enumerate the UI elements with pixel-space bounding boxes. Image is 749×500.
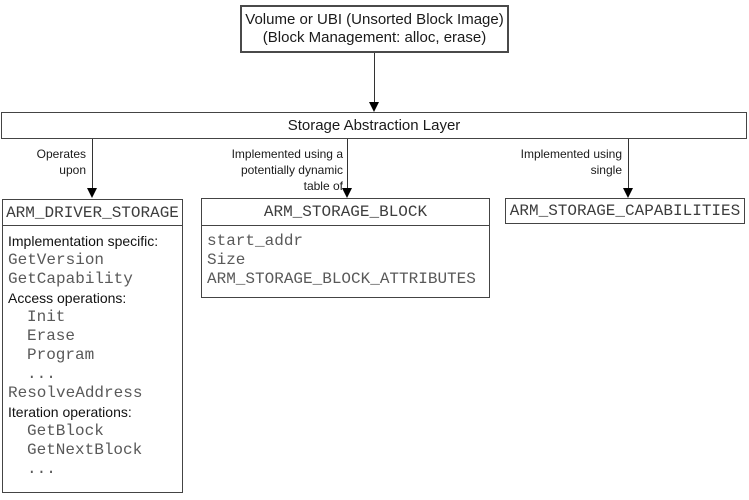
edge-label-line: Implemented using	[520, 147, 622, 161]
volume-ubi-line1: Volume or UBI (Unsorted Block Image)	[245, 11, 504, 28]
edge-label-line: upon	[59, 163, 86, 177]
block-box-line: start_addr	[207, 232, 304, 250]
driver-box-line: Access operations:	[8, 290, 127, 306]
driver-box-line: GetCapability	[8, 270, 133, 288]
arrowhead-sal-to-block-icon	[342, 188, 352, 198]
volume-ubi-box: Volume or UBI (Unsorted Block Image) (Bl…	[240, 5, 509, 53]
driver-box-line: ResolveAddress	[8, 384, 143, 402]
arrowhead-sal-to-driver-icon	[87, 188, 97, 198]
driver-box-line: Iteration operations:	[8, 404, 132, 420]
edge-label-single: Implemented using single	[482, 146, 622, 178]
edge-label-dynamic-table: Implemented using a potentially dynamic …	[203, 146, 343, 194]
arm-driver-storage-title: ARM_DRIVER_STORAGE	[3, 200, 182, 226]
block-box-line: ARM_STORAGE_BLOCK_ATTRIBUTES	[207, 270, 476, 288]
arrow-sal-to-capabilities	[628, 139, 629, 189]
arrow-sal-to-block	[347, 139, 348, 189]
driver-box-line: GetNextBlock	[27, 441, 143, 459]
arm-driver-storage-box: ARM_DRIVER_STORAGE Implementation specif…	[2, 199, 183, 493]
driver-box-line: Program	[27, 346, 95, 364]
block-box-line: Size	[207, 251, 246, 269]
edge-label-line: table of	[303, 179, 343, 193]
storage-abstraction-layer-bar: Storage Abstraction Layer	[1, 112, 747, 139]
arrow-sal-to-driver	[92, 139, 93, 189]
edge-label-operates-upon: Operates upon	[0, 146, 86, 178]
arrowhead-top-to-sal-icon	[369, 102, 379, 112]
arm-storage-block-box: ARM_STORAGE_BLOCK start_addr Size ARM_ST…	[201, 198, 490, 298]
driver-box-line: Implementation specific:	[8, 233, 159, 249]
driver-box-line: Erase	[27, 327, 76, 345]
arm-driver-storage-body: Implementation specific: GetVersion GetC…	[3, 226, 182, 479]
edge-label-line: potentially dynamic	[240, 163, 343, 177]
driver-box-line: ...	[27, 365, 56, 383]
edge-label-line: Operates	[36, 147, 86, 161]
sal-label: Storage Abstraction Layer	[287, 117, 461, 134]
driver-box-line: Init	[27, 308, 66, 326]
edge-label-line: Implemented using a	[231, 147, 343, 161]
arm-storage-capabilities-box: ARM_STORAGE_CAPABILITIES	[505, 198, 745, 224]
arrow-top-to-sal	[374, 53, 375, 103]
driver-box-line: GetVersion	[8, 251, 105, 269]
driver-box-line: ...	[27, 460, 56, 478]
driver-box-line: GetBlock	[27, 422, 104, 440]
volume-ubi-line2: (Block Management: alloc, erase)	[262, 29, 487, 46]
arm-storage-block-title: ARM_STORAGE_BLOCK	[202, 199, 489, 226]
edge-label-line: single	[590, 163, 622, 177]
arm-storage-capabilities-title: ARM_STORAGE_CAPABILITIES	[509, 202, 741, 220]
arm-storage-block-body: start_addr Size ARM_STORAGE_BLOCK_ATTRIB…	[202, 226, 489, 289]
arrowhead-sal-to-capabilities-icon	[623, 188, 633, 198]
